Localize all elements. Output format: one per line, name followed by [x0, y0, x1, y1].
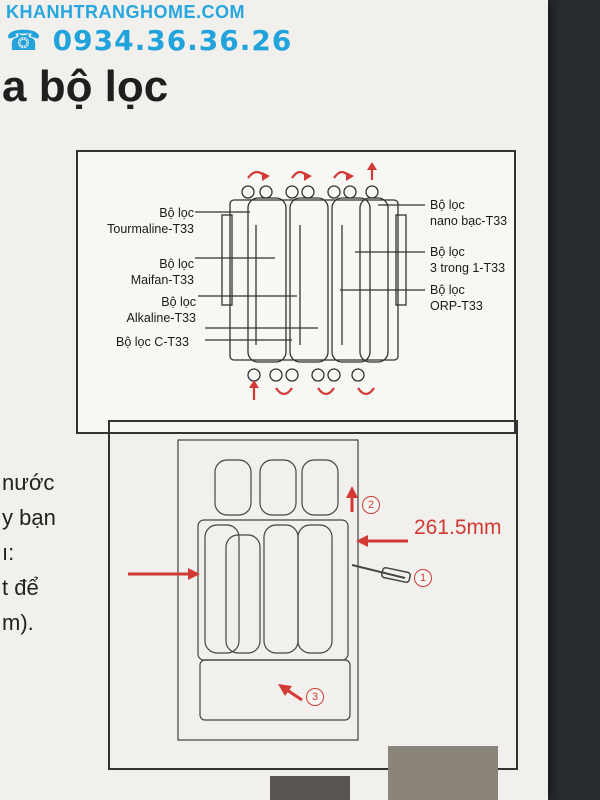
flow-arrow-bottom-2: [317, 387, 335, 396]
page-heading: a bộ lọc: [2, 62, 169, 111]
dispenser-outline: [177, 439, 359, 741]
step-badge-3: 3: [306, 688, 324, 706]
label-nano: Bộ lọc nano bạc-T33: [430, 198, 508, 228]
bottom-filter-2: [225, 534, 261, 654]
side-text-1: nước: [2, 470, 55, 495]
label-three-in-one: Bộ lọc 3 trong 1-T33: [430, 245, 506, 275]
filter-cylinder-2: [289, 197, 329, 363]
thumbnail-2: [388, 746, 498, 800]
watermark-site: KHANHTRANGHOME.COM: [6, 2, 245, 22]
step-badge-1: 1: [414, 569, 432, 587]
installation-diagram: [108, 420, 518, 770]
filter-cylinder-1: [247, 197, 287, 363]
flow-arrow-bottom-1: [275, 387, 293, 396]
filter-frame: [229, 199, 399, 361]
phone-icon: ☎: [6, 24, 42, 57]
filter-layout-diagram: [76, 150, 516, 434]
label-c: Bộ lọc C-T33: [116, 335, 189, 349]
step-badge-2: 2: [362, 496, 380, 514]
watermark-phone-number: 0934.36.36.26: [52, 24, 293, 57]
watermark-phone: ☎ 0934.36.36.26: [6, 24, 292, 57]
side-text-2: y bạn: [2, 505, 56, 530]
measurement-label: 261.5mm: [414, 516, 502, 539]
side-text-4: t để: [2, 575, 39, 600]
label-maifan: Bộ lọc Maifan-T33: [130, 257, 194, 287]
filter-cylinder-4: [359, 197, 389, 363]
side-text-3: ı:: [2, 540, 15, 565]
flow-arrow-bottom-3: [357, 387, 375, 396]
label-tourmaline: Bộ lọc Tourmaline-T33: [107, 206, 194, 236]
screwdriver: [351, 564, 406, 579]
side-text-5: m).: [2, 610, 34, 635]
label-orp: Bộ lọc ORP-T33: [430, 283, 483, 313]
bottom-filter-1: [204, 524, 240, 654]
bottom-filter-4: [297, 524, 333, 654]
label-alkaline: Bộ lọc Alkaline-T33: [126, 295, 196, 325]
filter-cylinder-3: [331, 197, 371, 363]
thumbnail-1: [270, 776, 350, 800]
